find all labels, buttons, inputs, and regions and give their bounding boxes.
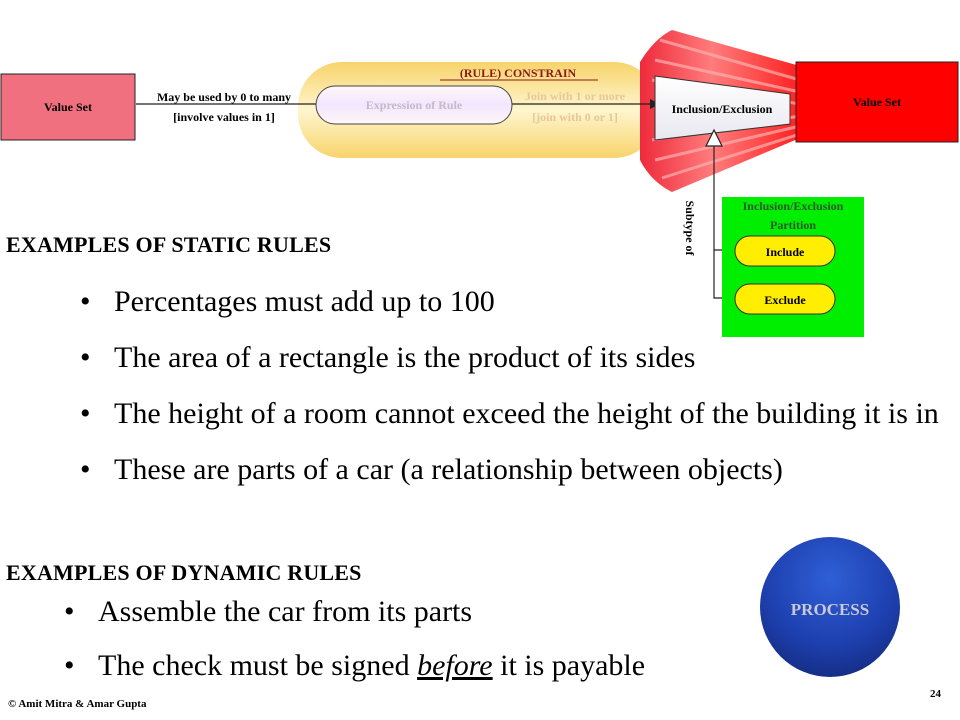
expression-of-rule-pill (315, 85, 513, 125)
process-circle: PROCESS (760, 537, 900, 677)
copyright-text: © Amit Mitra & Amar Gupta (8, 698, 147, 710)
involve-values-label: [involve values in 1] (173, 110, 275, 124)
dynamic-rules-heading: EXAMPLES OF DYNAMIC RULES (6, 560, 362, 585)
value-set-left-label: Value Set (44, 100, 92, 114)
static-rule-item: The area of a rectangle is the product o… (80, 340, 950, 376)
static-rules-list: Percentages must add up to 100 The area … (80, 284, 950, 488)
include-pill (734, 235, 836, 267)
subtype-arrowhead (705, 128, 723, 147)
dynamic-rule-item: Assemble the car from its parts (64, 594, 824, 630)
subtype-of-label: Subtype of (683, 200, 697, 256)
dynamic-rule-emphasis: before (417, 649, 493, 682)
static-rules-heading: EXAMPLES OF STATIC RULES (6, 232, 332, 257)
page-number: 24 (930, 688, 941, 700)
static-rule-item: The height of a room cannot exceed the h… (80, 396, 950, 432)
static-rule-item: These are parts of a car (a relationship… (80, 452, 950, 488)
inclusion-exclusion-shape (654, 75, 791, 141)
dynamic-rule-item: The check must be signed before it is pa… (64, 648, 824, 684)
dynamic-rule-text: The check must be signed (98, 649, 418, 682)
partition-title-2: Partition (770, 218, 816, 232)
value-set-right-label: Value Set (853, 95, 901, 109)
constrain-label: (RULE) CONSTRAIN (460, 66, 577, 80)
value-set-right-box (795, 61, 959, 143)
join-with-label: Join with 1 or more (525, 89, 626, 103)
process-label: PROCESS (790, 600, 870, 619)
value-set-left-box (0, 73, 136, 141)
static-rule-item: Percentages must add up to 100 (80, 284, 950, 320)
dynamic-rules-list: Assemble the car from its parts The chec… (64, 594, 824, 684)
partition-title-1: Inclusion/Exclusion (743, 199, 844, 213)
dynamic-rule-text: it is payable (492, 649, 646, 682)
join-bracket-label: [join with 0 or 1] (532, 110, 618, 124)
may-be-used-label: May be used by 0 to many (157, 90, 291, 104)
expression-of-rule-label: Expression of Rule (366, 98, 463, 112)
include-label: Include (766, 245, 805, 259)
rule-diagram: Value Set Value Set (RULE) CONSTRAIN Exp… (0, 30, 959, 337)
inclusion-exclusion-label: Inclusion/Exclusion (672, 102, 773, 116)
